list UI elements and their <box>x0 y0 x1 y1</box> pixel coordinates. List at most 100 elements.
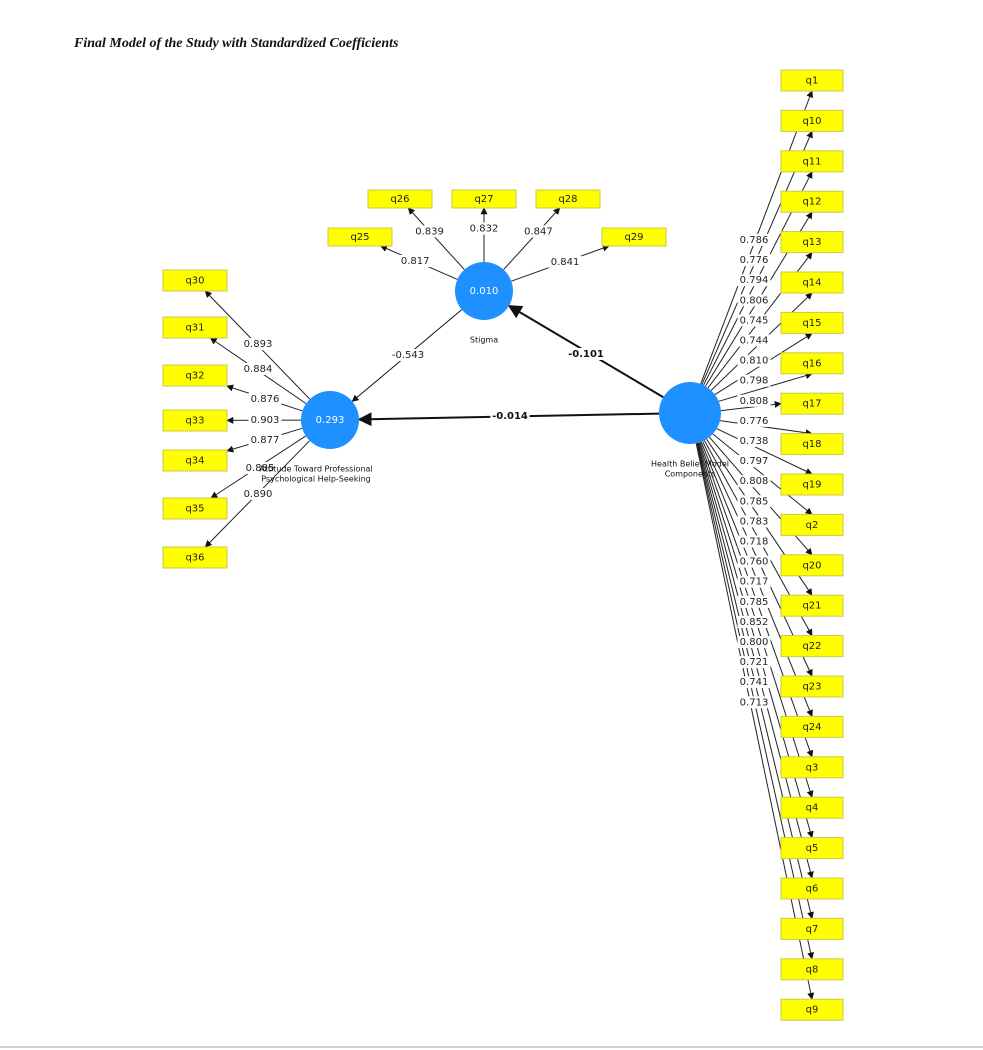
hbm-loading-line-q18 <box>719 420 813 437</box>
indicator-q17-box <box>780 392 844 415</box>
stigma-loading-line-q28 <box>503 207 561 270</box>
indicator-q22-label: q22 <box>802 641 821 652</box>
indicator-q26-label: q26 <box>390 194 409 205</box>
indicator-q16-label: q16 <box>802 358 821 369</box>
indicator-q34-label: q34 <box>185 456 204 467</box>
hbm-loading-line-q9 <box>695 443 815 1000</box>
loading-q13-bg <box>737 314 771 327</box>
loading-q6: 0.800 <box>740 637 769 648</box>
loading-q14-bg <box>737 334 771 347</box>
indicator-q14-label: q14 <box>802 278 821 289</box>
loading-q11: 0.794 <box>740 275 769 286</box>
loading-q14: 0.744 <box>740 336 769 347</box>
indicator-q5-box <box>780 837 844 860</box>
indicator-q3-label: q3 <box>806 762 819 773</box>
loading-q35-bg <box>243 462 277 474</box>
indicator-q21-box <box>780 594 844 617</box>
hbm-loading-line-q2 <box>712 433 813 515</box>
indicator-q9-box <box>780 998 844 1021</box>
loading-q3: 0.717 <box>740 577 769 588</box>
indicator-q11-box <box>780 150 844 173</box>
hbm-loading-line-q16 <box>718 372 813 402</box>
indicator-q26-box <box>367 189 433 209</box>
indicator-q29-label: q29 <box>624 232 643 243</box>
loading-q29: 0.841 <box>551 257 580 268</box>
indicator-q11-label: q11 <box>802 156 821 167</box>
loading-q8-bg <box>737 676 771 689</box>
loading-q12-bg <box>737 294 771 307</box>
indicator-q30-box <box>162 269 228 292</box>
latent-attitude-r2: 0.293 <box>316 415 345 426</box>
loading-q25-bg <box>398 255 432 268</box>
loading-q4-bg <box>737 595 771 608</box>
indicator-q32-label: q32 <box>185 371 204 382</box>
loading-q31-bg <box>241 363 275 375</box>
latent-hbm-label-line-2: Components <box>665 470 716 479</box>
loading-q18-bg <box>737 414 771 427</box>
path-coef-hbm-to-attitude-bg <box>490 410 530 422</box>
latent-hbm-label-line-1: Health Belief Model <box>651 460 729 469</box>
loading-q22-bg <box>737 515 771 528</box>
loading-q32-bg <box>248 393 282 405</box>
loading-q19: 0.738 <box>740 436 769 447</box>
loading-q33-bg <box>248 414 282 426</box>
indicator-q28-box <box>535 189 601 209</box>
indicator-q35-label: q35 <box>185 504 204 515</box>
loading-q36-bg <box>241 488 275 500</box>
indicator-q22-box <box>780 635 844 658</box>
loading-q25: 0.817 <box>401 256 430 267</box>
path-coef-stigma-to-attitude-bg <box>388 349 428 361</box>
indicator-q7-label: q7 <box>806 924 819 935</box>
path-coef-hbm-to-stigma-bg <box>566 348 606 360</box>
loading-q10: 0.776 <box>740 255 769 266</box>
loading-q20-bg <box>737 475 771 488</box>
loading-q17-bg <box>737 394 771 407</box>
loading-q28: 0.847 <box>524 226 553 237</box>
loading-q2: 0.797 <box>740 456 769 467</box>
indicator-q6-label: q6 <box>806 884 819 895</box>
loading-q15: 0.810 <box>740 356 769 367</box>
loading-q9: 0.713 <box>740 697 769 708</box>
indicator-q10-label: q10 <box>802 116 821 127</box>
loading-q4: 0.785 <box>740 597 769 608</box>
stigma-loading-line-q26 <box>407 207 465 270</box>
indicator-q19-label: q19 <box>802 480 821 491</box>
indicator-q27-label: q27 <box>474 194 493 205</box>
loading-q27-bg <box>467 222 501 235</box>
indicator-q8-label: q8 <box>806 964 819 975</box>
loading-q24-bg <box>737 555 771 568</box>
loading-q23-bg <box>737 535 771 548</box>
path-coef-hbm-to-stigma: -0.101 <box>568 349 604 360</box>
loading-q24: 0.760 <box>740 557 769 568</box>
latent-attitude-label-line-1: Attitude Toward Professional <box>259 465 372 474</box>
loading-q1: 0.786 <box>740 235 769 246</box>
loading-q20: 0.808 <box>740 476 769 487</box>
indicator-q16-box <box>780 352 844 375</box>
loading-q23: 0.718 <box>740 537 769 548</box>
indicator-q23-label: q23 <box>802 682 821 693</box>
loading-q28-bg <box>521 225 555 238</box>
loading-q1-bg <box>737 234 771 246</box>
hbm-loading-line-q17 <box>720 400 782 412</box>
loading-q13: 0.745 <box>740 315 769 326</box>
latent-stigma-label: Stigma <box>470 336 498 345</box>
loading-q5: 0.852 <box>740 617 769 628</box>
loading-q9-bg <box>737 696 771 709</box>
hbm-loading-line-q19 <box>716 428 813 475</box>
loading-q26: 0.839 <box>415 226 444 237</box>
indicator-q24-box <box>780 715 844 738</box>
connector-layer <box>204 90 815 1000</box>
indicator-q31-label: q31 <box>185 323 204 334</box>
indicator-q36-label: q36 <box>185 553 204 564</box>
indicator-q33-box <box>162 409 228 432</box>
loading-q31: 0.884 <box>244 364 273 375</box>
loading-q35: 0.885 <box>246 463 275 474</box>
indicator-q34-box <box>162 449 228 472</box>
indicator-q32-box <box>162 364 228 387</box>
loading-q29-bg <box>548 255 582 268</box>
indicator-q15-label: q15 <box>802 318 821 329</box>
loading-q11-bg <box>737 274 771 287</box>
indicator-q15-box <box>780 311 844 334</box>
